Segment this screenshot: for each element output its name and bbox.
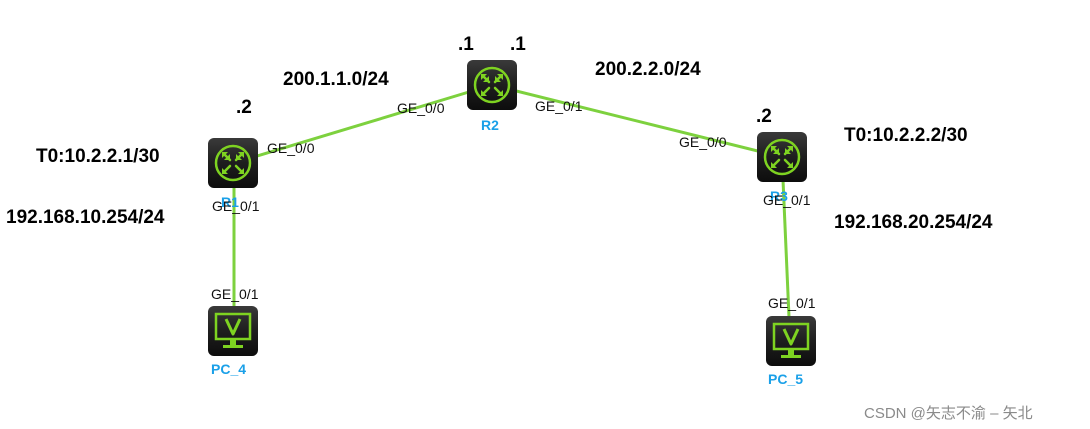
- port-r1-ge00: GE_0/0: [267, 140, 315, 156]
- r1-tunnel-address: T0:10.2.2.1/30: [36, 146, 160, 167]
- r3-host: .2: [756, 106, 772, 127]
- r3-lan-address: 192.168.20.254/24: [834, 212, 993, 233]
- link-r2-r3[interactable]: [491, 83, 783, 159]
- link-r1-r2[interactable]: [233, 83, 493, 165]
- router-r2-icon[interactable]: [467, 60, 517, 110]
- device-name-r1: R1: [221, 194, 239, 210]
- port-r3-ge00: GE_0/0: [679, 134, 727, 150]
- device-name-r3: R3: [770, 188, 788, 204]
- device-name-pc4: PC_4: [211, 361, 247, 377]
- port-pc5-ge01: GE_0/1: [768, 295, 816, 311]
- r2-host-left: .1: [458, 34, 474, 55]
- device-name-r2: R2: [481, 117, 499, 133]
- router-r1-icon[interactable]: [208, 138, 258, 188]
- r1-host: .2: [236, 97, 252, 118]
- port-r1-ge01: GE_0/1: [212, 198, 260, 214]
- watermark: CSDN @矢志不渝 – 矢北: [864, 405, 1033, 422]
- pc5-monitor-icon[interactable]: [766, 316, 816, 366]
- link-r3-pc5[interactable]: [780, 156, 792, 341]
- network-label-r1-r2: 200.1.1.0/24: [283, 69, 389, 90]
- port-pc4-ge01: GE_0/1: [211, 286, 259, 302]
- port-r2-ge00: GE_0/0: [397, 100, 445, 116]
- device-name-pc5: PC_5: [768, 371, 804, 387]
- router-r3-icon[interactable]: [757, 132, 807, 182]
- r2-host-right: .1: [510, 34, 526, 55]
- network-label-r2-r3: 200.2.2.0/24: [595, 59, 701, 80]
- r3-tunnel-address: T0:10.2.2.2/30: [844, 125, 968, 146]
- port-r3-ge01: GE_0/1: [763, 192, 811, 208]
- r1-lan-address: 192.168.10.254/24: [6, 207, 165, 228]
- port-r2-ge01: GE_0/1: [535, 98, 583, 114]
- links: [232, 83, 792, 341]
- pc4-monitor-icon[interactable]: [208, 306, 258, 356]
